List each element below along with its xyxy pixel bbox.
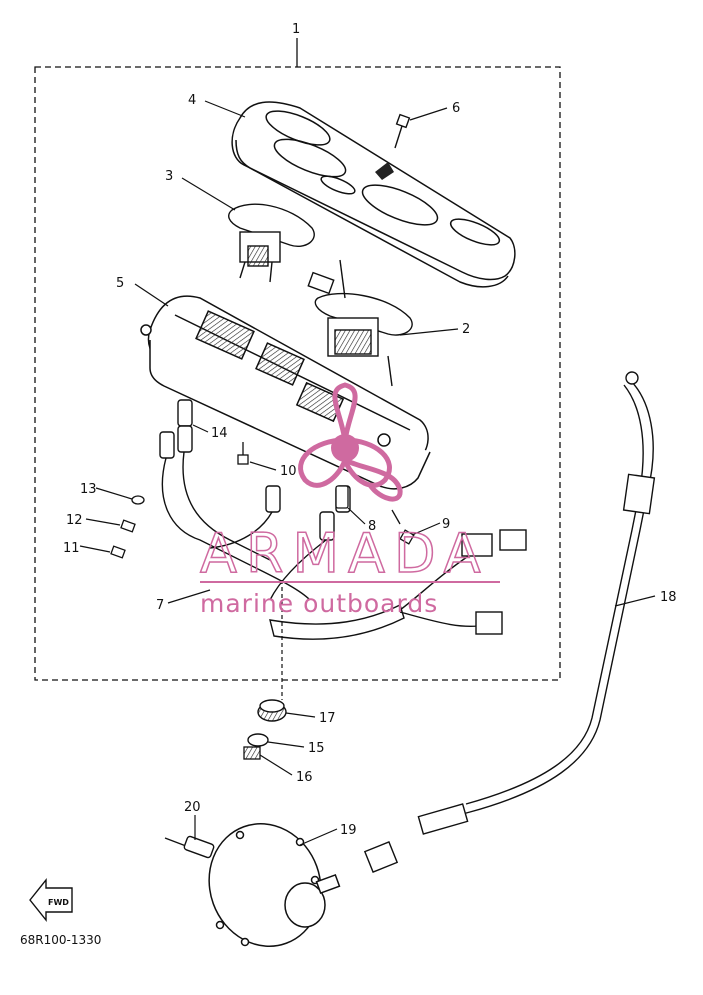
watermark-tagline: marine outboards [200,589,438,618]
pin-20 [164,835,215,859]
watermark-logo [298,382,403,502]
nut-16 [243,746,261,760]
callout-8: 8 [368,519,376,534]
callout-2: 2 [462,322,470,337]
gear-housing-19 [208,823,341,947]
collar-15 [247,733,269,747]
screw-10 [237,442,249,465]
callout-15: 15 [308,741,325,756]
socket-8 [335,485,349,509]
part-11-bit [110,545,126,559]
watermark: ARMADA marine outboards [199,382,500,618]
meter-cover [231,101,516,288]
grommet-top [375,162,394,180]
callout-1: 1 [292,22,300,37]
part-12-bit [120,519,136,533]
meter-case [140,295,431,490]
fwd-label: FWD [48,898,69,907]
callout-14: 14 [211,426,228,441]
meter-unit-2 [307,259,413,387]
callout-4: 4 [188,93,196,108]
callout-20: 20 [184,800,201,815]
callout-7: 7 [156,598,164,613]
callout-3: 3 [165,169,173,184]
callout-11: 11 [63,541,80,556]
callout-13: 13 [80,482,97,497]
watermark-brand: ARMADA [200,522,490,585]
sockets-harness [159,399,351,601]
callout-17: 17 [319,711,336,726]
leader-lines [79,100,656,846]
callout-19: 19 [340,823,357,838]
callout-5: 5 [116,276,124,291]
screw-6 [394,113,411,149]
speedometer-cable [363,371,656,873]
wire-harness [269,529,527,640]
callout-12: 12 [66,513,83,528]
callout-10: 10 [280,464,297,479]
callouts: 1 2 3 4 5 6 7 8 9 10 11 12 13 14 15 16 1… [63,22,677,838]
callout-6: 6 [452,101,460,116]
callout-9: 9 [442,517,450,532]
callout-18: 18 [660,590,677,605]
grommet-17 [257,699,287,722]
diagram-code: 68R100-1330 [20,933,101,947]
fwd-arrow: FWD [29,878,73,922]
screw-9 [391,509,415,545]
part-13-bit [131,495,145,505]
callout-16: 16 [296,770,313,785]
meter-unit-3 [228,203,315,283]
